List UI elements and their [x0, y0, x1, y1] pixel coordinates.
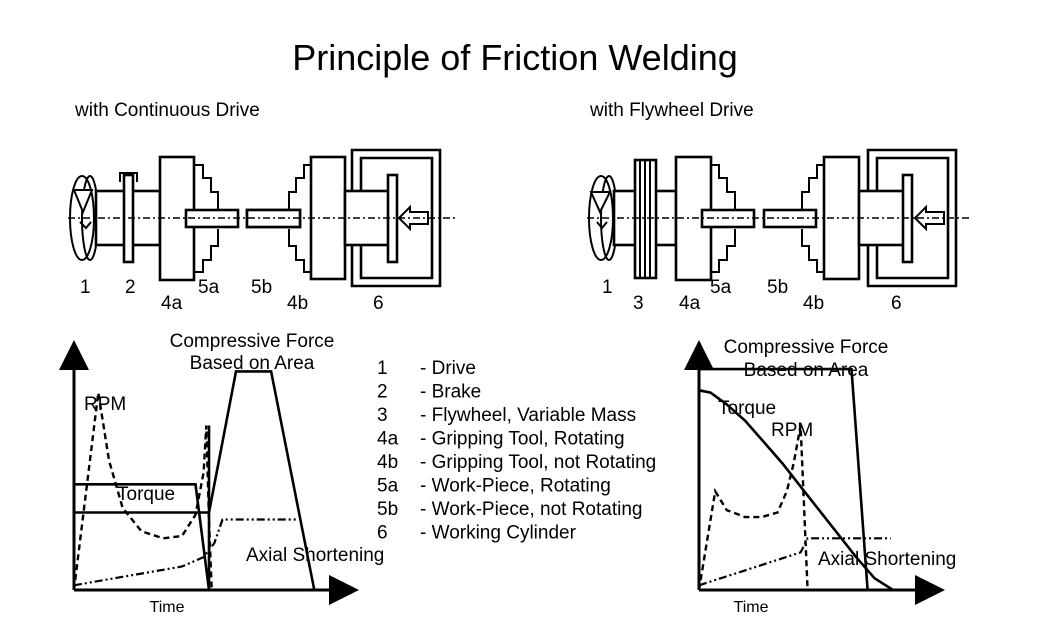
legend-key: 5b [377, 499, 398, 520]
x-axis-label: Time [150, 599, 185, 616]
legend-description: - Working Cylinder [420, 523, 577, 544]
series-rpm [697, 425, 824, 592]
part-label: 5b [251, 277, 272, 298]
legend-key: 5a [377, 476, 399, 497]
part-label: 4b [803, 293, 824, 314]
legend-item: 4a - Gripping Tool, Rotating [377, 429, 625, 450]
parts-legend: 1 - Drive 2 - Brake 3 - Flywheel, Variable Ma… [377, 358, 656, 544]
rpm-label: RPM [771, 420, 813, 441]
force-label: Compressive Force [170, 331, 335, 352]
legend-description: - Work-Piece, Rotating [420, 476, 611, 497]
continuous-drive-machine: 1 2 4a 5a 5b 4b 6 [68, 148, 455, 314]
flywheel-drive-chart: Compressive Force Based on Area Torque R… [684, 337, 956, 616]
legend-key: 2 [377, 382, 388, 403]
force-label: Compressive Force [724, 337, 889, 358]
part-label: 5a [198, 277, 220, 298]
part-label: 4a [679, 293, 701, 314]
part-label: 1 [80, 277, 91, 298]
continuous-drive-chart: Compressive Force Based on Area RPM Torq… [59, 331, 384, 616]
legend-description: - Work-Piece, not Rotating [420, 499, 642, 520]
chuck-jaws-4a [194, 164, 219, 273]
legend-key: 1 [377, 358, 388, 379]
legend-item: 5a - Work-Piece, Rotating [377, 476, 611, 497]
torque-label: Torque [117, 484, 175, 505]
legend-description: - Drive [420, 358, 476, 379]
chuck-jaws-4b [801, 164, 824, 273]
series-torque [74, 425, 211, 591]
torque-label: Torque [718, 398, 776, 419]
legend-description: - Gripping Tool, Rotating [420, 429, 625, 450]
part-label: 1 [602, 277, 613, 298]
axial-shortening-label: Axial Shortening [818, 549, 956, 570]
series-axial-shortening [73, 518, 299, 587]
part-label: 2 [125, 277, 136, 298]
rpm-label: RPM [84, 394, 126, 415]
part-label: 6 [373, 293, 384, 314]
series-compressive-force [699, 367, 869, 591]
legend-description: - Gripping Tool, not Rotating [420, 452, 656, 473]
part-label: 4a [161, 293, 183, 314]
axial-shortening-label: Axial Shortening [246, 545, 384, 566]
flywheel-drive-machine: 1 3 4a 5a 5b 4b 6 [587, 148, 970, 314]
legend-item: 1 - Drive [377, 358, 476, 379]
force-label: Based on Area [190, 353, 315, 374]
legend-item: 3 - Flywheel, Variable Mass [377, 405, 636, 426]
pressure-arrow-icon [913, 204, 945, 232]
legend-key: 3 [377, 405, 388, 426]
chuck-jaws-4b [288, 164, 311, 273]
x-axis-label: Time [734, 599, 769, 616]
subtitle-flywheel-drive: with Flywheel Drive [589, 100, 754, 121]
part-label: 4b [287, 293, 308, 314]
series-axial-shortening [698, 537, 891, 587]
legend-description: - Brake [420, 382, 481, 403]
legend-item: 5b - Work-Piece, not Rotating [377, 499, 642, 520]
subtitle-continuous-drive: with Continuous Drive [74, 100, 260, 121]
legend-key: 4a [377, 429, 399, 450]
flywheel-icon [633, 158, 658, 280]
legend-description: - Flywheel, Variable Mass [420, 405, 636, 426]
page-title: Principle of Friction Welding [292, 37, 738, 78]
legend-item: 6 - Working Cylinder [377, 523, 577, 544]
force-label: Based on Area [744, 360, 869, 381]
legend-item: 2 - Brake [377, 382, 481, 403]
legend-key: 6 [377, 523, 388, 544]
part-label: 5a [710, 277, 732, 298]
chuck-jaws-4a [711, 164, 736, 273]
part-label: 6 [891, 293, 902, 314]
part-label: 3 [633, 293, 644, 314]
part-label: 5b [767, 277, 788, 298]
series-compressive-force [74, 370, 316, 591]
legend-key: 4b [377, 452, 398, 473]
drive-rotation-icon [69, 175, 99, 261]
legend-item: 4b - Gripping Tool, not Rotating [377, 452, 656, 473]
